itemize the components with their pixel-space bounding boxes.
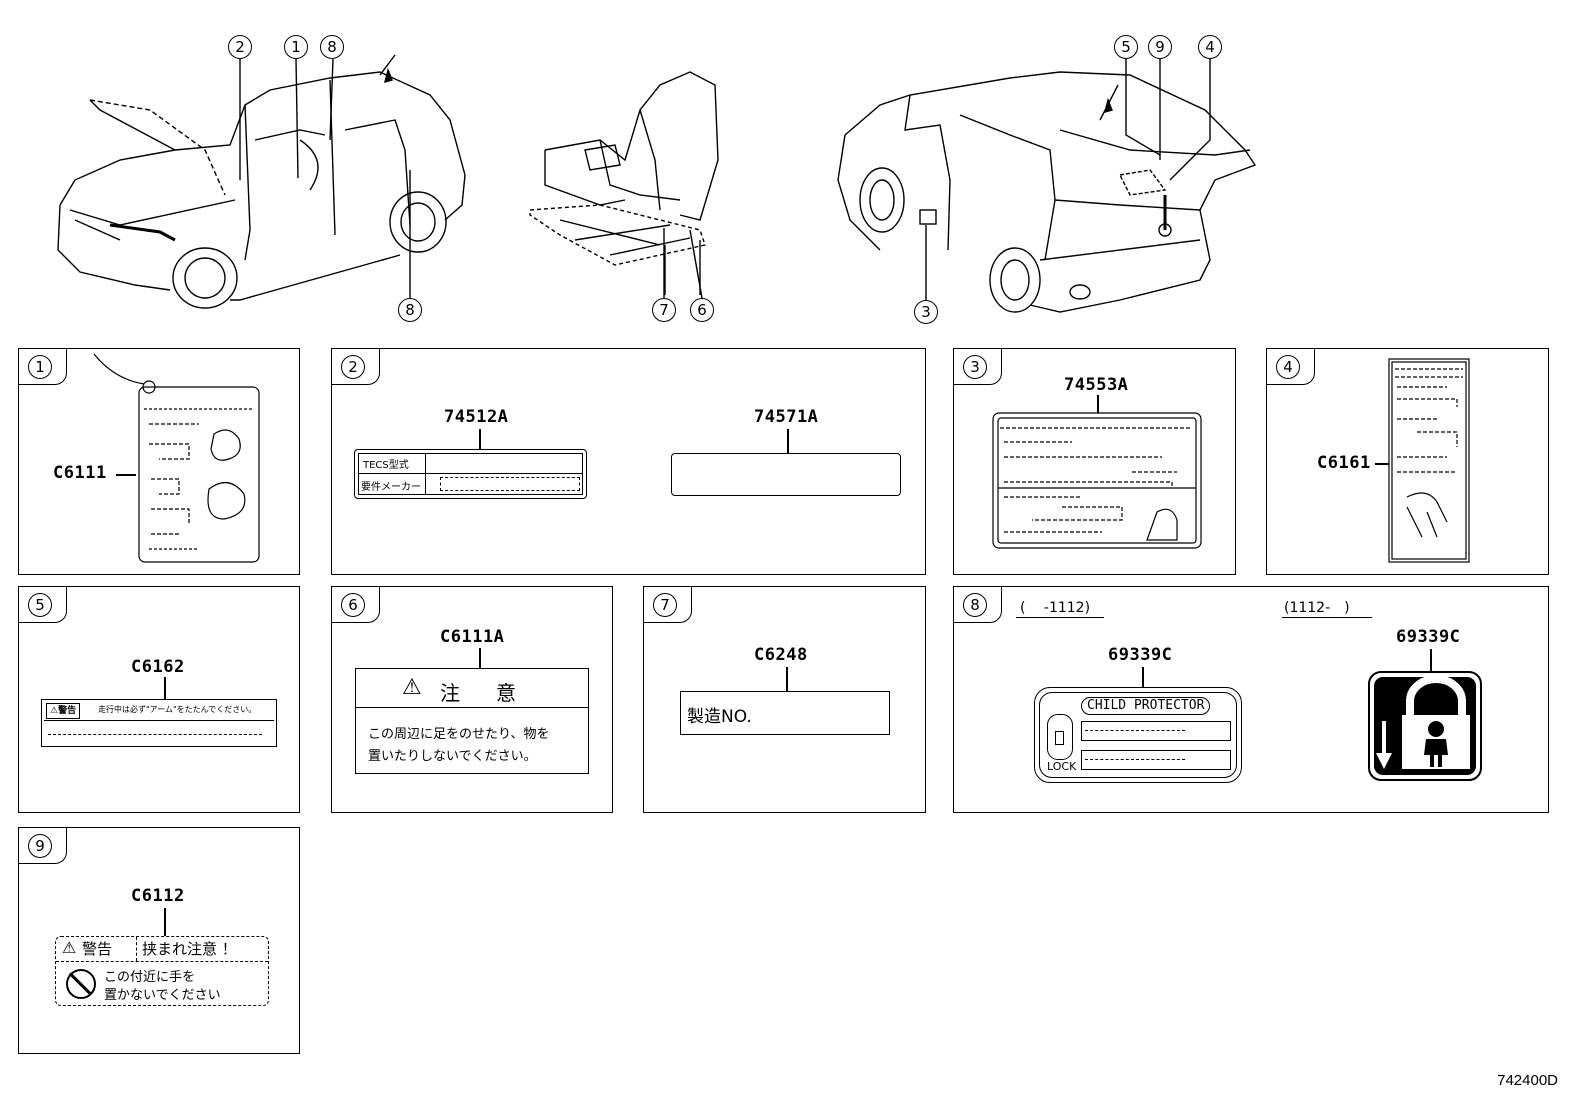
callout-circle: 4: [1198, 35, 1222, 59]
tecs-row-label: 要件メーカー: [361, 482, 421, 493]
panel-index: 6: [341, 593, 365, 617]
part-number: 69339C: [1396, 627, 1461, 647]
leader-line: [479, 429, 481, 449]
callout-circle: 1: [284, 35, 308, 59]
panel-index: 2: [341, 355, 365, 379]
blank-label: [671, 453, 901, 496]
pinch-text-line1: この付近に手を: [104, 970, 196, 985]
part-number: C6112: [131, 886, 185, 906]
slide-seat-label-illustration: [992, 412, 1202, 549]
callout-circle: 3: [914, 300, 938, 324]
panel-5: 5 C6162 ⚠警告 走行中は必ず"アーム"をたたんでください。: [18, 586, 300, 813]
rear-car-illustration: [837, 71, 1257, 313]
pinch-text-line2: 置かないでください: [104, 988, 221, 1003]
panel-1: 1 C6111: [18, 348, 300, 575]
leader-line: [1375, 463, 1389, 465]
panel-2: 2 74512A TECS型式 要件メーカー 74571A: [331, 348, 926, 575]
seat-warning-label-illustration: [93, 353, 260, 563]
leader-line: [1142, 667, 1144, 687]
part-number: C6248: [754, 645, 808, 665]
part-number: C6161: [1317, 453, 1371, 473]
lock-text: LOCK: [1047, 760, 1077, 773]
arm-warning-label: ⚠警告 走行中は必ず"アーム"をたたんでください。: [41, 699, 277, 747]
panel-tab: 2: [332, 349, 380, 385]
panel-index: 7: [653, 593, 677, 617]
leader-line: [164, 677, 166, 699]
panel-tab: 1: [19, 349, 67, 385]
leader-line: [116, 474, 136, 476]
panel-index: 5: [28, 593, 52, 617]
panel-6: 6 C6111A ⚠ 注 意 この周辺に足をのせたり、物を 置いたりしないでくだ…: [331, 586, 613, 813]
panel-3: 3 74553A: [953, 348, 1236, 575]
tall-warning-label-illustration: [1388, 358, 1470, 563]
panel-index: 9: [28, 834, 52, 858]
warning-triangle-icon: ⚠: [402, 675, 422, 700]
warning-badge: ⚠警告: [46, 703, 81, 719]
leader-line: [479, 648, 481, 668]
panel-tab: 9: [19, 828, 67, 864]
leader-line: [1430, 649, 1432, 671]
vehicle-illustrations: [57, 54, 1257, 313]
tecs-label: TECS型式 要件メーカー: [354, 449, 587, 499]
leader-line: [787, 429, 789, 453]
front-car-illustration: [57, 54, 466, 309]
part-number: 69339C: [1108, 645, 1173, 665]
panel-tab: 3: [954, 349, 1002, 385]
callout-circle: 2: [228, 35, 252, 59]
panel-7: 7 C6248 製造NO.: [643, 586, 926, 813]
callout-leaders: [239, 58, 1211, 300]
caution-heading: 注 意: [440, 681, 524, 705]
pinch-warning-label: ⚠ 警告 挟まれ注意 ！ この付近に手を 置かないでください: [55, 936, 269, 1006]
part-number: C6162: [131, 657, 185, 677]
caution-label: ⚠ 注 意 この周辺に足をのせたり、物を 置いたりしないでください。: [355, 668, 589, 774]
panel-index: 1: [28, 355, 52, 379]
panel-tab: 6: [332, 587, 380, 623]
part-number: 74571A: [754, 407, 819, 427]
part-number: 74553A: [1064, 375, 1129, 395]
leader-line: [1097, 395, 1099, 413]
pinch-heading: 挟まれ注意 ！: [142, 940, 237, 958]
part-number: C6111A: [440, 627, 505, 647]
diagram-code: 742400D: [1497, 1072, 1558, 1089]
child-protector-title: CHILD PROTECTOR: [1081, 697, 1211, 715]
caution-text-line2: 置いたりしないでください。: [368, 749, 537, 764]
panel-tab: 4: [1267, 349, 1315, 385]
callout-circle: 5: [1114, 35, 1138, 59]
warning-text: 走行中は必ず"アーム"をたたんでください。: [98, 705, 257, 714]
serial-text: 製造NO.: [687, 707, 752, 727]
range-label-right: (1112- ): [1284, 600, 1350, 616]
part-number: 74512A: [444, 407, 509, 427]
callout-circle: 6: [690, 298, 714, 322]
panel-4: 4 C6161: [1266, 348, 1549, 575]
panel-index: 3: [963, 355, 987, 379]
part-number: C6111: [53, 463, 107, 483]
range-label-left: ( -1112): [1020, 600, 1091, 616]
caution-text-line1: この周辺に足をのせたり、物を: [368, 727, 550, 742]
callout-circle: 9: [1148, 35, 1172, 59]
callout-circle: 8: [320, 35, 344, 59]
tecs-row-label: TECS型式: [363, 460, 409, 471]
panel-index: 8: [963, 593, 987, 617]
callout-circle: 7: [652, 298, 676, 322]
callout-circle: 8: [398, 298, 422, 322]
panel-index: 4: [1276, 355, 1300, 379]
panel-tab: 5: [19, 587, 67, 623]
no-hands-icon: [66, 969, 96, 999]
lock-switch-icon: [1047, 714, 1073, 760]
warning-badge: 警告: [82, 940, 113, 958]
panel-9: 9 C6112 ⚠ 警告 挟まれ注意 ！ この付近に手を 置かないでください: [18, 827, 300, 1054]
leader-line: [786, 667, 788, 691]
leader-line: [164, 908, 166, 936]
child-lock-icon-label: [1368, 671, 1482, 781]
serial-label: 製造NO.: [680, 691, 890, 735]
seat-illustration: [529, 71, 719, 295]
child-protector-label: CHILD PROTECTOR LOCK: [1034, 687, 1242, 783]
tecs-value-box: [440, 477, 580, 491]
panel-tab: 7: [644, 587, 692, 623]
warning-triangle-icon: ⚠: [62, 938, 77, 957]
panel-8: 8 ( -1112) (1112- ) 69339C CHILD PROTECT…: [953, 586, 1549, 813]
panel-tab: 8: [954, 587, 1002, 623]
